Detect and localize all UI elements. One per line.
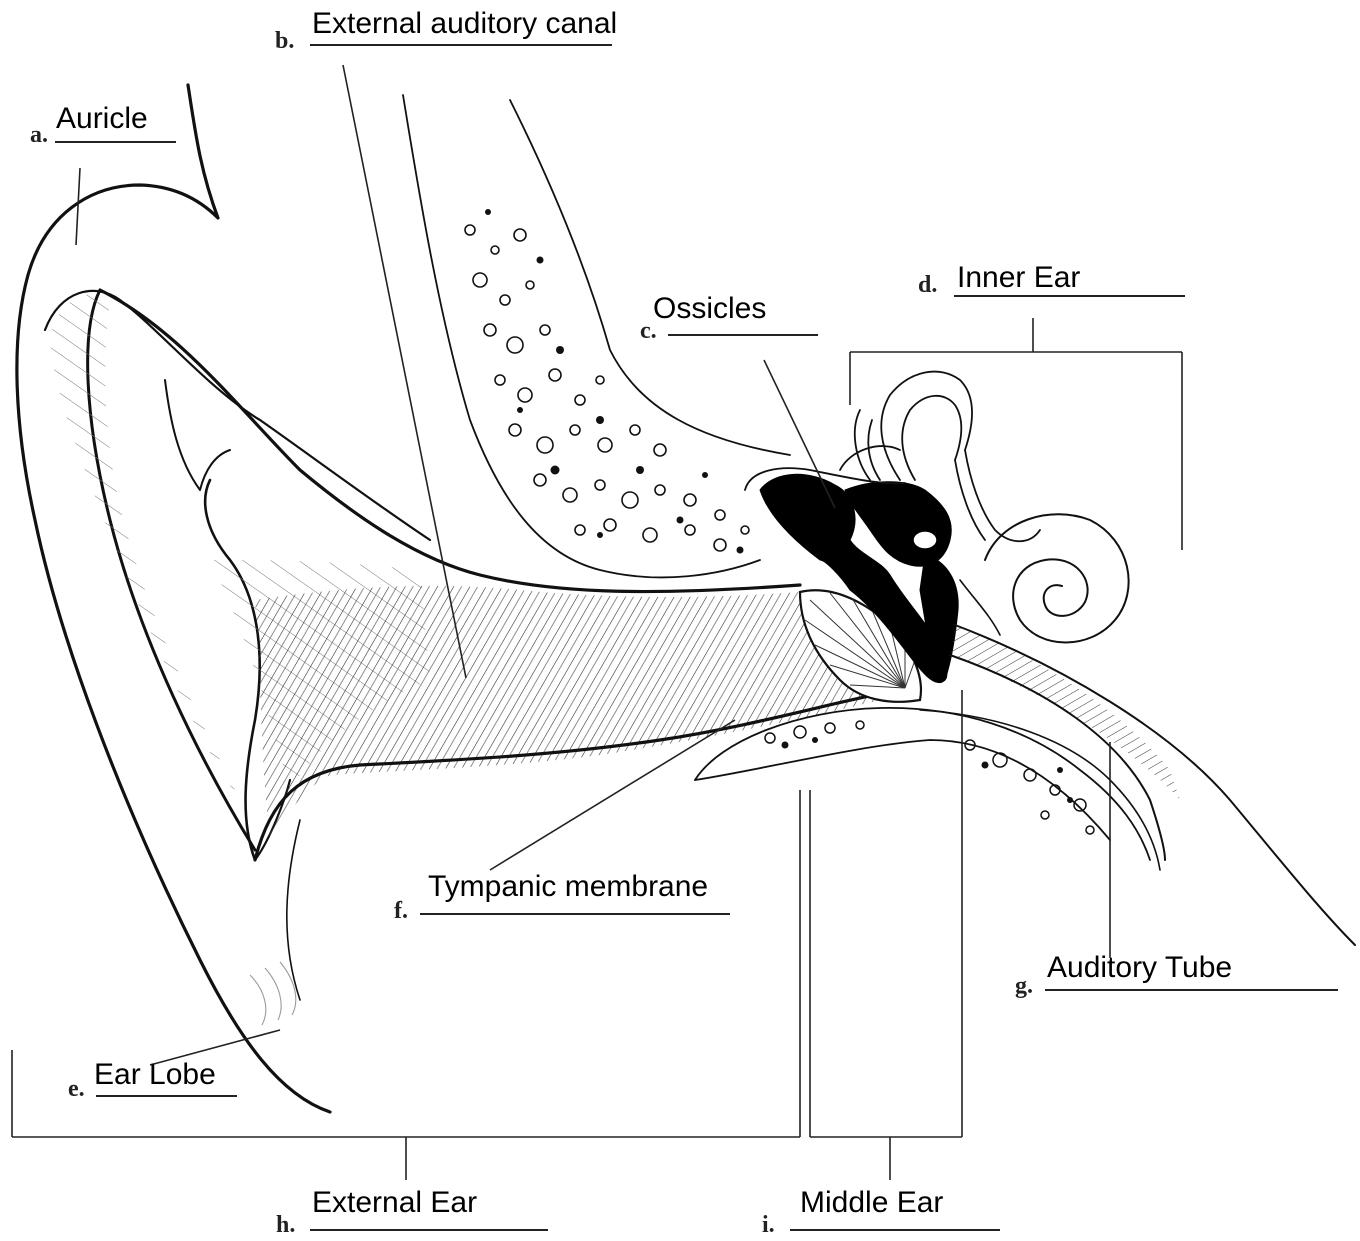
label-auditory-tube: Auditory Tube [1047,951,1232,984]
letter-g: g. [1015,973,1033,999]
label-tympanic-membrane: Tympanic membrane [428,870,708,903]
letter-d: d. [918,272,937,298]
letter-h: h. [276,1212,295,1238]
letter-i: i. [762,1212,775,1238]
label-inner-ear: Inner Ear [957,261,1080,294]
letter-b: b. [275,28,294,54]
label-auricle: Auricle [56,102,148,135]
auditory-tube-drawing [920,625,1355,945]
label-middle-ear: Middle Ear [800,1186,943,1219]
lower-bone-drawing [695,708,1150,860]
letter-e: e. [68,1076,85,1102]
label-ossicles: Ossicles [653,292,766,325]
label-ear-lobe: Ear Lobe [94,1058,216,1091]
letter-f: f. [394,898,408,924]
letter-a: a. [30,122,48,148]
label-external-auditory-canal: External auditory canal [312,7,617,40]
label-external-ear: External Ear [312,1186,477,1219]
temporal-bone-drawing [403,95,790,577]
